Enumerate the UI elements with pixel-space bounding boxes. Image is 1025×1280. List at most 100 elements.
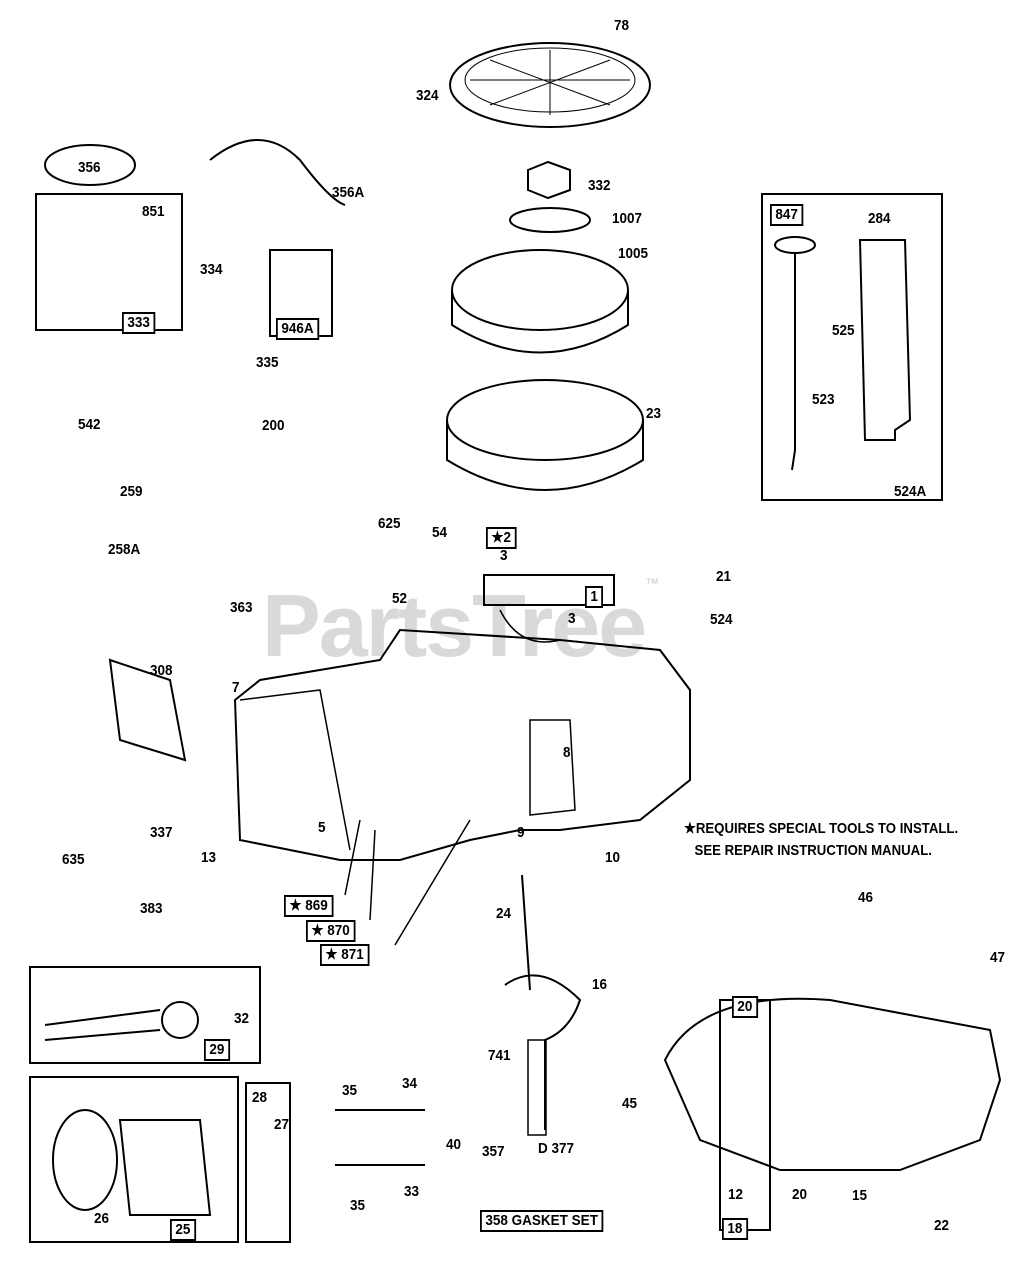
callout-label: 1 [585,586,604,608]
callout-label: 363 [230,599,253,616]
callout-label: 3 [500,547,508,564]
ground-wire-part [44,144,136,186]
callout-label: 16 [592,976,608,993]
callout-label: 9 [517,824,525,841]
callout-label: 524A [894,483,927,500]
callout-label: 356 [78,159,101,176]
callout-label: 324 [416,87,439,104]
piston-pin-box [245,1082,291,1243]
callout-label: 45 [622,1095,638,1112]
callout-label: 334 [200,261,223,278]
dipstick-tube-part [858,239,912,441]
callout-label: 34 [402,1075,418,1092]
callout-label: ★ 870 [306,920,356,942]
callout-label: 40 [446,1136,462,1153]
callout-label: 32 [234,1010,250,1027]
callout-label: 525 [832,322,855,339]
callout-label: ★ 869 [284,895,334,917]
callout-label: 46 [858,889,874,906]
callout-label: 259 [120,483,143,500]
dipstick-box [761,193,943,501]
note-line-1: ★REQUIRES SPECIAL TOOLS TO INSTALL. [684,820,959,837]
callout-label: 200 [262,417,285,434]
cylinder-block-part [233,628,691,861]
callout-label: 21 [716,568,732,585]
watermark: PartsTree™ [262,575,659,677]
callout-label: 54 [432,524,448,541]
callout-label: 1005 [618,245,649,262]
callout-label: 1007 [612,210,643,227]
callout-label: 20 [732,996,758,1018]
callout-label: 27 [274,1116,290,1133]
callout-label: 7 [232,679,240,696]
callout-label: 333 [122,312,156,334]
callout-label: 23 [646,405,662,422]
connecting-rod-box [29,966,261,1064]
flywheel-part [446,379,644,461]
dipstick-part [774,236,816,254]
ignition-armature-box [35,193,183,331]
callout-label: ★ 871 [320,944,370,966]
piston-box [29,1076,239,1243]
washer-part [509,207,591,233]
callout-label: 332 [588,177,611,194]
callout-label: 3 [568,610,576,627]
callout-label: 25 [170,1219,196,1241]
callout-label: 33 [404,1183,420,1200]
callout-label: 523 [812,391,835,408]
callout-label: 29 [204,1039,230,1061]
callout-label: 284 [868,210,891,227]
callout-label: 10 [605,849,621,866]
callout-label: 356A [332,184,365,201]
callout-label: 52 [392,590,408,607]
trademark: ™ [645,575,659,591]
special-tools-note: ★REQUIRES SPECIAL TOOLS TO INSTALL. SEE … [684,818,958,862]
flywheel-nut-part [527,160,571,200]
wire-356a-part [209,139,346,206]
callout-label: 358 GASKET SET [480,1210,604,1232]
callout-label: 357 [482,1143,505,1160]
cylinder-label-box [483,574,615,606]
note-line-2: SEE REPAIR INSTRUCTION MANUAL. [694,842,932,859]
callout-label: 542 [78,416,101,433]
callout-label: ★2 [486,527,517,549]
callout-label: 24 [496,905,512,922]
callout-label: 8 [563,744,571,761]
callout-label: 625 [378,515,401,532]
callout-label: 13 [201,849,217,866]
callout-label: 851 [142,203,165,220]
connecting-rod-part [44,1009,161,1041]
callout-label: 5 [318,819,326,836]
callout-label: 12 [728,1186,744,1203]
callout-label: 741 [488,1047,511,1064]
callout-label: 383 [140,900,163,917]
callout-label: 20 [792,1186,808,1203]
blower-screen-part [449,42,651,128]
valves-part [335,1109,425,1166]
callout-label: 15 [852,1187,868,1204]
callout-label: D 377 [538,1140,575,1157]
crankshaft-part [504,874,582,1130]
callout-label: 337 [150,824,173,841]
callout-label: 335 [256,354,279,371]
callout-label: 258A [108,541,141,558]
callout-label: 26 [94,1210,110,1227]
callout-label: 47 [990,949,1006,966]
watermark-text: PartsTree [262,576,647,675]
breather-part [108,658,187,762]
callout-label: 524 [710,611,733,628]
callout-label: 946A [276,318,320,340]
fan-part [451,249,629,331]
callout-label: 78 [614,17,630,34]
callout-label: 35 [350,1197,366,1214]
callout-label: 308 [150,662,173,679]
callout-label: 635 [62,851,85,868]
callout-label: 28 [252,1089,268,1106]
callout-label: 35 [342,1082,358,1099]
callout-label: 847 [770,204,804,226]
sump-part [663,997,1002,1171]
callout-label: 18 [722,1218,748,1240]
callout-label: 22 [934,1217,950,1234]
